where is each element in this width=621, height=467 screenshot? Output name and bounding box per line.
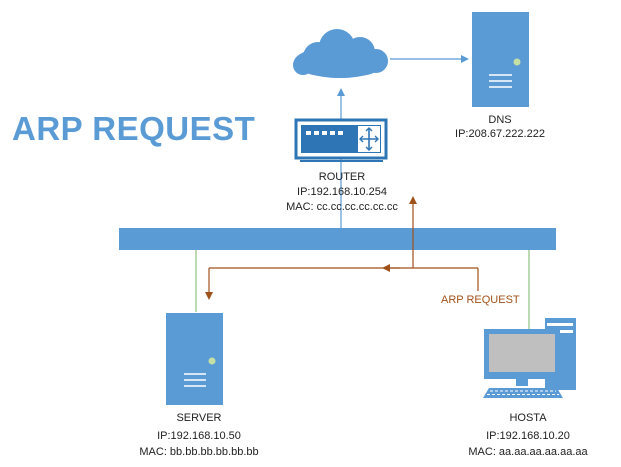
desktop-computer-icon bbox=[483, 318, 576, 398]
dns-server-icon bbox=[472, 12, 529, 107]
dns-ip-label: IP:208.67.222.222 bbox=[455, 128, 545, 140]
arp-request-label: ARP REQUEST bbox=[441, 294, 520, 306]
server-tower-icon bbox=[166, 313, 223, 405]
router-icon bbox=[294, 118, 388, 162]
diagram-title: ARP REQUEST bbox=[12, 110, 256, 147]
network-bus-bar bbox=[119, 228, 556, 250]
server-mac-label: MAC: bb.bb.bb.bb.bb.bb bbox=[139, 446, 259, 458]
hosta-name-label: HOSTA bbox=[509, 412, 547, 424]
router-mac-label: MAC: cc.cc.cc.cc.cc.cc bbox=[286, 201, 398, 213]
hosta-mac-label: MAC: aa.aa.aa.aa.aa.aa bbox=[468, 446, 588, 458]
dns-name-label: DNS bbox=[488, 114, 512, 126]
arp-request-flow bbox=[205, 196, 479, 300]
router-ip-label: IP:192.168.10.254 bbox=[297, 186, 387, 198]
router-name-label: ROUTER bbox=[318, 171, 366, 183]
server-name-label: SERVER bbox=[176, 412, 222, 424]
cloud-icon bbox=[293, 29, 388, 78]
hosta-ip-label: IP:192.168.10.20 bbox=[486, 430, 570, 442]
server-ip-label: IP:192.168.10.50 bbox=[157, 430, 241, 442]
